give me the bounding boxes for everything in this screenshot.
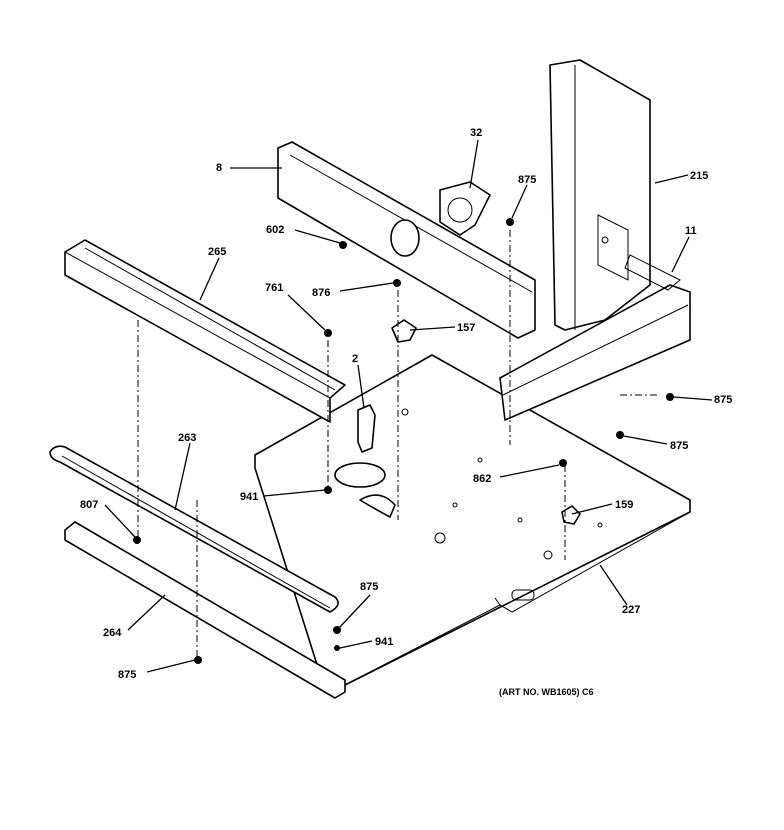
screw-761 xyxy=(324,329,332,337)
rail-265 xyxy=(64,239,346,423)
callout-215: 215 xyxy=(690,170,708,182)
screw-862 xyxy=(559,459,567,467)
callout-labels: 8 32 875 215 602 265 11 761 876 157 2 87… xyxy=(80,127,732,681)
callout-11: 11 xyxy=(685,225,697,237)
part-2 xyxy=(357,404,376,453)
callout-264: 264 xyxy=(103,627,122,639)
callout-876: 876 xyxy=(312,287,330,299)
rear-panel-8 xyxy=(277,141,536,339)
callout-941-mid: 941 xyxy=(240,491,258,503)
callout-32: 32 xyxy=(470,127,482,139)
callout-8: 8 xyxy=(216,162,222,174)
side-panel-215 xyxy=(549,59,651,331)
leader-lines xyxy=(104,139,713,673)
hardware xyxy=(133,218,674,664)
callout-875-low: 875 xyxy=(360,581,378,593)
screw-875-right1 xyxy=(666,393,674,401)
screw-807 xyxy=(133,536,141,544)
screw-875-bottom xyxy=(194,656,202,664)
callout-265: 265 xyxy=(208,246,226,258)
part-157 xyxy=(391,319,417,343)
clip-941-mid xyxy=(324,486,332,494)
callout-875-top: 875 xyxy=(518,174,536,186)
callout-157: 157 xyxy=(457,322,475,334)
clip-941-low xyxy=(334,645,340,651)
part-159 xyxy=(561,505,581,525)
callout-263: 263 xyxy=(178,432,196,444)
callout-761: 761 xyxy=(265,282,283,294)
screw-876 xyxy=(393,279,401,287)
callout-602: 602 xyxy=(266,224,284,236)
screw-875-top xyxy=(506,218,514,226)
callout-227: 227 xyxy=(622,604,640,616)
callout-2: 2 xyxy=(352,353,358,365)
callout-941-low: 941 xyxy=(375,636,393,648)
bracket-11 xyxy=(499,254,691,421)
callout-862: 862 xyxy=(473,473,491,485)
callout-807: 807 xyxy=(80,499,98,511)
art-number: (ART NO. WB1605) C6 xyxy=(499,687,594,697)
fan-32 xyxy=(439,181,491,236)
screw-875-right2 xyxy=(616,431,624,439)
front-trim-263 xyxy=(49,445,339,613)
assembly-lines xyxy=(137,230,660,658)
callout-159: 159 xyxy=(615,499,633,511)
callout-875-right2: 875 xyxy=(670,440,688,452)
callout-875-right1: 875 xyxy=(714,394,732,406)
clip-602 xyxy=(339,241,347,249)
front-bar-264 xyxy=(64,521,346,699)
callout-875-bottom: 875 xyxy=(118,669,136,681)
